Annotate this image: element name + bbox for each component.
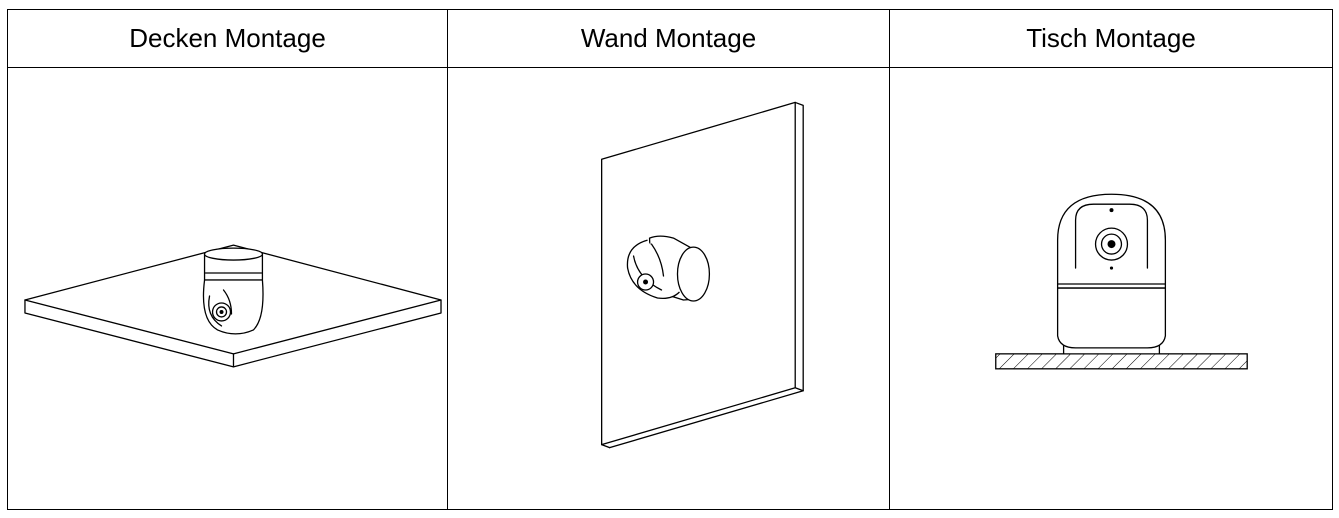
mounting-options-table: Decken Montage Wand Montage Tisch Montag… <box>7 9 1333 510</box>
header-row: Decken Montage Wand Montage Tisch Montag… <box>7 9 1333 68</box>
header-wall-mount: Wand Montage <box>447 9 890 68</box>
wall-mounted-camera-icon <box>601 101 804 449</box>
ceiling-mounted-camera-icon <box>24 244 442 368</box>
header-desk-mount: Tisch Montage <box>889 9 1333 68</box>
cell-wall-mount <box>447 67 890 510</box>
cell-desk-mount <box>889 67 1333 510</box>
illustration-row <box>7 67 1333 510</box>
desk-mounted-camera-icon <box>995 193 1248 370</box>
header-ceiling-mount: Decken Montage <box>7 9 448 68</box>
cell-ceiling-mount <box>7 67 448 510</box>
